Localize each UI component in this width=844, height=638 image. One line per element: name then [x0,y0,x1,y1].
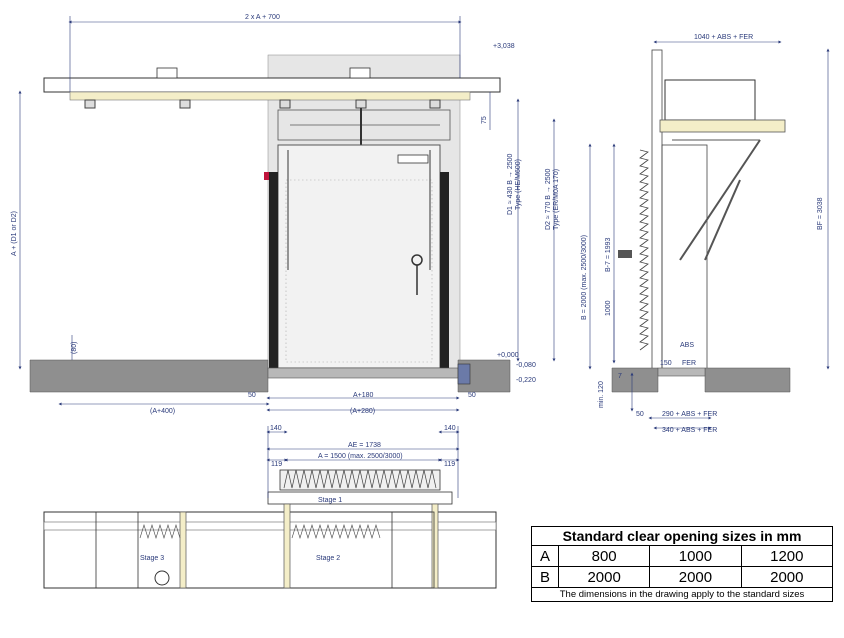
side-mechanism [664,79,756,121]
plan-dim-a: A = 1500 (max. 2500/3000) [318,453,403,460]
dim-a280: (A+280) [350,408,375,415]
dim-d1: D1 ≈ 430 B → 2500 [507,153,514,215]
plan-post [179,511,187,589]
side-sill [657,367,706,377]
plan-dim-140-right: 140 [444,425,456,432]
plan-door-top [279,469,441,491]
side-door-leaf [661,144,708,371]
dim-50-right: 50 [468,392,476,399]
side-dim-fer: FER [682,360,696,367]
hanger [429,99,441,109]
side-view: 1040 + ABS + FER BF = 3038 B = 2000 (max… [581,34,830,434]
dim-80: (80) [71,342,78,354]
hanger [355,99,367,109]
plan-brush-mid [291,523,381,540]
plan-brush-left [139,523,181,540]
dim-a400: (A+400) [150,408,175,415]
table-note: The dimensions in the drawing apply to t… [531,587,833,602]
side-dim-290: 290 + ABS + FER [662,411,717,418]
guide-rail [69,91,471,101]
plan-motor [154,570,170,586]
table-cell: 1000 [649,545,742,567]
hanger [84,99,96,109]
table-row-a: A 800 1000 1200 [531,545,834,567]
plan-rail [43,521,497,531]
beam-bracket [156,67,178,79]
hanger [279,99,291,109]
brush-seal [639,149,649,351]
dim-zero: +0,000 [497,352,519,359]
plan-view: 140 140 AE = 1738 119 119 A = 1500 (max.… [43,425,497,589]
drive-mechanism [277,109,451,141]
side-dim-bf: BF = 3038 [817,197,824,230]
row-label: A [531,545,559,567]
side-dim-7: 7 [618,373,622,380]
dim-m080: -0,080 [516,362,536,369]
side-rail [659,119,786,133]
side-dim-min120: min. 120 [598,381,605,408]
door-leaf [277,144,441,369]
dim-50-left: 50 [248,392,256,399]
table-cell: 800 [557,545,651,567]
dim-d2-type: Type (ER/M0A 170) [553,169,560,230]
stage-1-label: Stage 1 [318,497,342,504]
hanger [179,99,191,109]
table-cell: 2000 [649,566,742,588]
plan-post [283,503,291,589]
plan-brush-top [283,469,437,489]
beam-bracket [349,67,371,79]
label-plate [397,154,429,164]
side-dim-top: 1040 + ABS + FER [694,34,753,41]
side-dim-340: 340 + ABS + FER [662,427,717,434]
opening-sizes-table: Standard clear opening sizes in mm A 800… [531,526,834,602]
jamb-marker [264,172,269,180]
door-sill [267,367,459,379]
top-beam [43,77,501,93]
right-jamb [440,172,449,368]
side-dim-150: 150 [660,360,672,367]
table-cell: 2000 [740,566,834,588]
plan-post [431,503,439,589]
plan-plate [391,511,435,589]
dim-75: 75 [481,116,488,124]
table-cell: 2000 [557,566,651,588]
side-dim-50: 50 [636,411,644,418]
side-dim-1000: 1000 [605,300,612,316]
side-handle [618,250,632,258]
dim-height-a-d: A + (D1 or D2) [11,211,18,256]
side-ground [611,367,659,393]
side-dim-b7: B-7 = 1993 [605,237,612,272]
stage-3-label: Stage 3 [140,555,164,562]
side-wall [651,49,663,371]
row-label: B [531,566,559,588]
plan-dim-119-right: 119 [444,461,455,468]
side-dim-b: B = 2000 (max. 2500/3000) [581,235,588,320]
sill-block [457,363,471,385]
table-title: Standard clear opening sizes in mm [531,526,833,546]
side-ground-right [704,367,791,393]
left-jamb [269,172,278,368]
plan-dim-119-left: 119 [271,461,282,468]
front-view: 2 x A + 700 +3,038 75 A + (D1 or D2) (80… [11,14,560,415]
plan-dim-140-left: 140 [270,425,282,432]
door-inner-panel [285,179,433,363]
dim-d1-type: Type (HE/M600) [515,159,522,210]
dim-d2: D2 ≈ 770 B → 2500 [545,168,552,230]
dim-top-level: +3,038 [493,43,515,50]
dim-a180: A+180 [353,392,374,399]
plan-dim-ae: AE = 1738 [348,442,381,449]
plan-door-bar [267,491,453,505]
side-dim-abs: ABS [680,342,694,349]
table-row-b: B 2000 2000 2000 [531,566,834,588]
dim-top-width: 2 x A + 700 [245,14,280,21]
stage-2-label: Stage 2 [316,555,340,562]
plan-plate [95,511,139,589]
front-ground [29,359,269,393]
table-cell: 1200 [740,545,834,567]
dim-m220: -0,220 [516,377,536,384]
